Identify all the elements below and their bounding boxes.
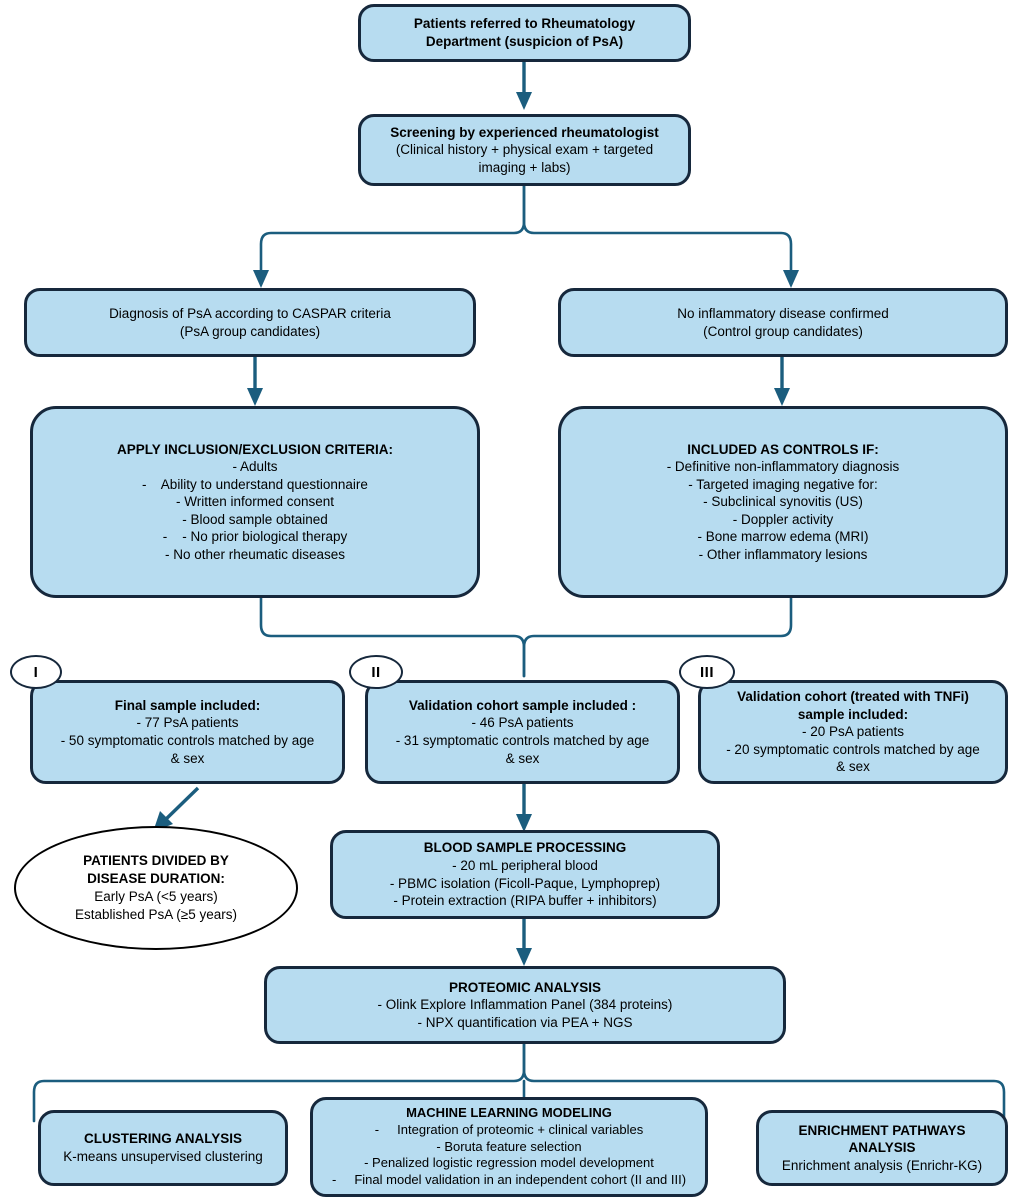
clustering-title: CLUSTERING ANALYSIS (83, 1131, 243, 1147)
node-blood-processing[interactable]: BLOOD SAMPLE PROCESSING - 20 mL peripher… (330, 830, 720, 919)
cohort1-line2: - 50 symptomatic controls matched by age (60, 733, 315, 748)
psa-branch-line2: (PsA group candidates) (179, 323, 321, 339)
duration-title-line1: PATIENTS DIVIDED BY (83, 853, 229, 869)
cohort-3-badge-label: III (699, 663, 714, 681)
blood-line3: - Protein extraction (RIPA buffer + inhi… (393, 893, 657, 909)
brace-screening-split (259, 184, 793, 276)
inclusion-line1: - Adults (232, 459, 278, 475)
blood-line1: - 20 mL peripheral blood (452, 857, 598, 873)
ml-line1: - Integration of proteomic + clinical va… (374, 1121, 644, 1137)
node-enrichment-pathways[interactable]: ENRICHMENT PATHWAYS ANALYSIS Enrichment … (756, 1110, 1008, 1186)
cohort-1-badge-label: I (33, 663, 39, 681)
controls-if-line1: - Definitive non-inflammatory diagnosis (666, 459, 900, 475)
node-screening[interactable]: Screening by experienced rheumatologist … (358, 114, 691, 186)
inclusion-line4: - Blood sample obtained (182, 511, 328, 527)
duration-line1: Early PsA (<5 years) (94, 889, 218, 904)
enrichment-line1: Enrichment analysis (Enrichr-KG) (781, 1157, 983, 1173)
controls-if-line3: - Subclinical synovitis (US) (703, 494, 863, 510)
node-control-branch[interactable]: No inflammatory disease confirmed (Contr… (558, 288, 1008, 357)
cohort-2-badge: II (349, 655, 403, 689)
cohort1-line1: - 77 PsA patients (136, 715, 239, 731)
proteomic-title: PROTEOMIC ANALYSIS (448, 979, 602, 995)
clustering-line1: K-means unsupervised clustering (63, 1149, 263, 1164)
screening-line2: imaging + labs) (478, 159, 571, 175)
arrow-psa-to-inclusion (247, 357, 263, 406)
proteomic-line2: - NPX quantification via PEA + NGS (417, 1014, 633, 1030)
node-cohort-1[interactable]: Final sample included: - 77 PsA patients… (30, 680, 345, 784)
arrow-blood-to-proteomic (516, 919, 532, 966)
cohort-3-badge: III (679, 655, 735, 689)
psa-branch-line1: Diagnosis of PsA according to CASPAR cri… (109, 305, 391, 321)
controls-if-line6: - Other inflammatory lesions (698, 546, 868, 562)
inclusion-line3: - Written informed consent (175, 494, 335, 510)
node-cohort-2[interactable]: Validation cohort sample included : - 46… (365, 680, 680, 784)
cohort-1-badge: I (10, 655, 62, 689)
inclusion-title: APPLY INCLUSION/EXCLUSION CRITERIA: (116, 441, 394, 457)
cohort2-title: Validation cohort sample included : (408, 697, 637, 713)
node-cohort-3[interactable]: Validation cohort (treated with TNFi) sa… (698, 680, 1008, 784)
referral-title-line1: Patients referred to Rheumatology (413, 16, 636, 32)
enrichment-title-line2: ANALYSIS (848, 1140, 916, 1156)
cohort3-title-line1: Validation cohort (treated with TNFi) (737, 689, 969, 705)
ml-line4: - Final model validation in an independe… (331, 1172, 687, 1188)
cohort2-line2: - 31 symptomatic controls matched by age (395, 733, 650, 748)
ml-title: MACHINE LEARNING MODELING (406, 1104, 612, 1120)
controls-if-line5: - Bone marrow edema (MRI) (697, 529, 869, 545)
arrow-referral-to-screening (516, 62, 532, 110)
duration-line2: Established PsA (≥5 years) (75, 906, 237, 922)
blood-line2: - PBMC isolation (Ficoll-Paque, Lymphopr… (389, 875, 661, 891)
control-branch-line2: (Control group candidates) (703, 323, 863, 339)
inclusion-line2: - Ability to understand questionnaire (142, 476, 368, 492)
node-clustering-analysis[interactable]: CLUSTERING ANALYSIS K-means unsupervised… (38, 1110, 288, 1186)
node-machine-learning[interactable]: MACHINE LEARNING MODELING - Integration … (310, 1097, 708, 1197)
controls-if-line2: - Targeted imaging negative for: (688, 476, 878, 492)
node-psa-branch[interactable]: Diagnosis of PsA according to CASPAR cri… (24, 288, 476, 357)
node-controls-criteria[interactable]: INCLUDED AS CONTROLS IF: - Definitive no… (558, 406, 1008, 598)
inclusion-line5: - - No prior biological therapy (162, 529, 348, 545)
cohort1-title: Final sample included: (114, 697, 261, 713)
referral-title-line2: Department (suspicion of PsA) (425, 34, 624, 49)
cohort3-line2: - 20 symptomatic controls matched by age (726, 741, 980, 757)
inclusion-line6: - No other rheumatic diseases (164, 546, 346, 562)
arrow-control-to-controlsif (774, 357, 790, 406)
arrow-branch-right (783, 270, 799, 288)
proteomic-line1: - Olink Explore Inflammation Panel (384 … (377, 997, 673, 1013)
cohort1-line3: & sex (170, 750, 205, 766)
control-branch-line1: No inflammatory disease confirmed (677, 305, 889, 321)
arrow-branch-left (253, 270, 269, 288)
node-referral[interactable]: Patients referred to Rheumatology Depart… (358, 4, 691, 62)
screening-line1: (Clinical history + physical exam + targ… (395, 142, 654, 158)
cohort3-line1: - 20 PsA patients (801, 724, 905, 740)
controls-if-line4: - Doppler activity (732, 511, 834, 527)
enrichment-title-line1: ENRICHMENT PATHWAYS (798, 1122, 966, 1138)
cohort3-line3: & sex (836, 759, 870, 775)
blood-title: BLOOD SAMPLE PROCESSING (423, 840, 627, 856)
cohort3-title-line2: sample included: (797, 706, 909, 722)
screening-title: Screening by experienced rheumatologist (390, 124, 659, 140)
cohort2-line1: - 46 PsA patients (471, 715, 574, 731)
arrow-cohort2-to-blood (516, 784, 532, 832)
ml-line2: - Boruta feature selection (436, 1138, 582, 1154)
controls-if-title: INCLUDED AS CONTROLS IF: (687, 441, 879, 457)
duration-title-line2: DISEASE DURATION: (87, 871, 225, 887)
cohort-2-badge-label: II (371, 663, 381, 681)
cohort2-line3: & sex (505, 750, 540, 766)
ml-line3: - Penalized logistic regression model de… (364, 1155, 654, 1171)
node-inclusion-criteria[interactable]: APPLY INCLUSION/EXCLUSION CRITERIA: - Ad… (30, 406, 480, 598)
node-disease-duration[interactable]: PATIENTS DIVIDED BY DISEASE DURATION: Ea… (14, 826, 298, 950)
node-proteomic-analysis[interactable]: PROTEOMIC ANALYSIS - Olink Explore Infla… (264, 966, 786, 1044)
